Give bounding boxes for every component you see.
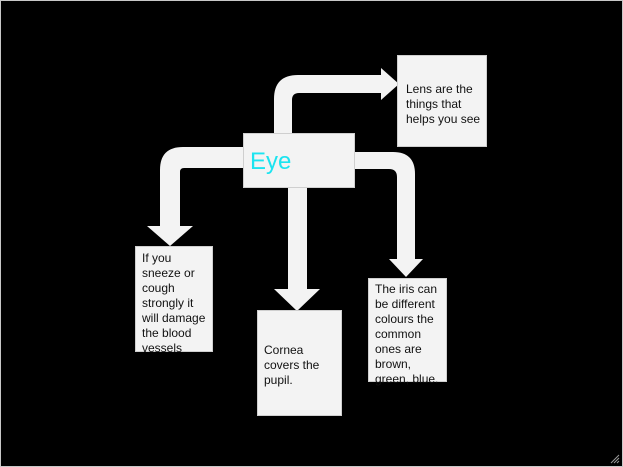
arrow-to-iris — [355, 152, 423, 277]
central-node-title: Eye — [250, 148, 292, 175]
arrow-to-lens — [274, 68, 399, 135]
arrow-to-cornea — [274, 188, 320, 311]
central-node: Eye — [243, 133, 355, 188]
resize-grip-icon[interactable] — [610, 454, 620, 464]
lens-node: Lens are the things that helps you see — [397, 55, 487, 147]
cornea-node: Cornea covers the pupil. — [257, 310, 342, 416]
iris-node: The iris can be different colours the co… — [368, 278, 447, 386]
sneeze-node: If you sneeze or cough strongly it will … — [135, 246, 213, 355]
arrow-to-sneeze — [147, 147, 243, 246]
